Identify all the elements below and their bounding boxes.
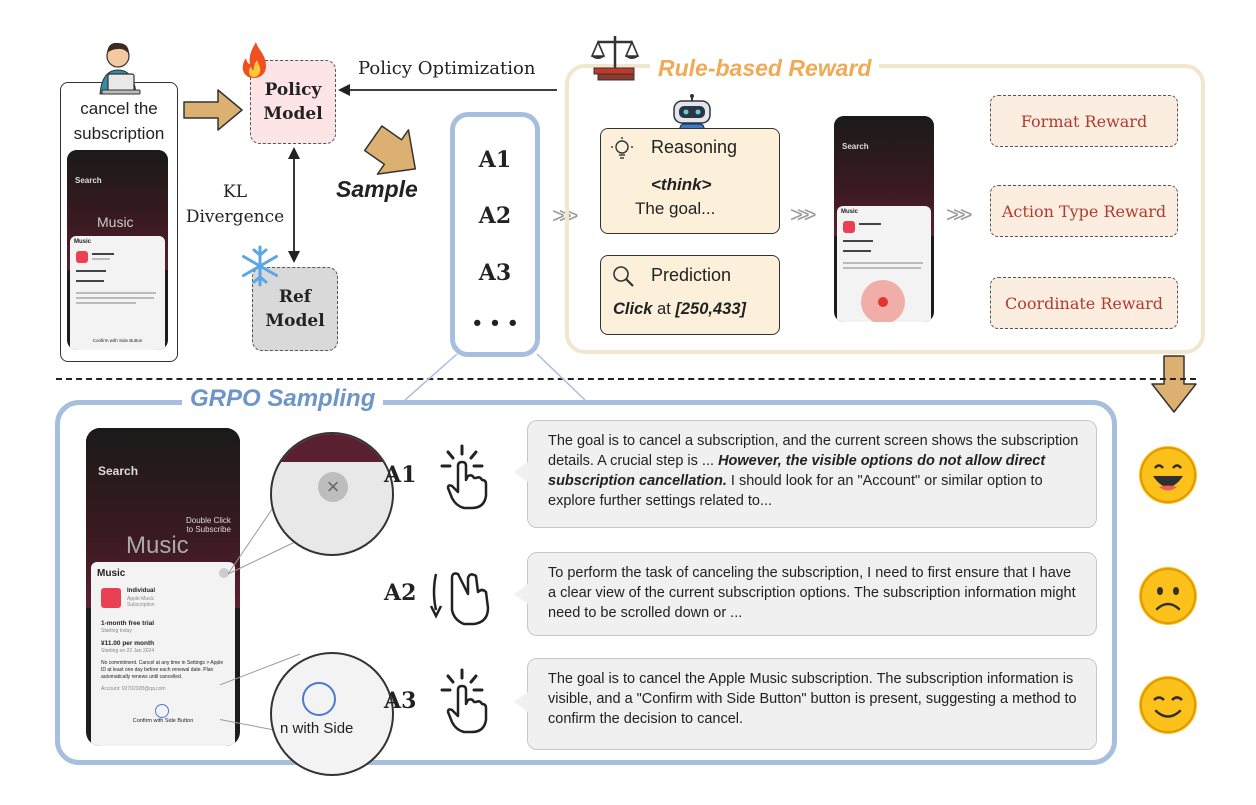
swipe-hand-icon <box>430 572 490 626</box>
phone-screenshot-small: Search Music Music Confirm with Side But… <box>67 150 168 350</box>
policy-model-line2: Model <box>263 104 323 124</box>
ref-model-line1: Ref <box>278 287 312 307</box>
rule-based-reward-frame <box>565 64 1205 354</box>
phone-music-banner: Music <box>97 214 134 230</box>
user-laptop-icon <box>99 42 141 95</box>
policy-optimization-arrow <box>338 84 557 96</box>
policy-model-box: Policy Model <box>250 60 336 144</box>
sample-a1-text-pre: The goal is to cancel a subscription, an… <box>548 433 1079 469</box>
large-phone-plan-sub: Apple Music Subscription <box>127 596 155 608</box>
bubble-tail <box>514 584 528 604</box>
large-phone-price: ¥11.00 per month <box>101 640 155 647</box>
rule-based-reward-title: Rule-based Reward <box>650 55 880 82</box>
kl-line1: KL <box>223 182 247 202</box>
think-text: The goal... <box>635 199 716 218</box>
phone-screenshot-reward: Search Music <box>834 116 934 322</box>
input-arrow-icon <box>183 89 243 131</box>
kl-double-arrow <box>288 147 300 263</box>
magnifier-icon <box>613 266 634 287</box>
prediction-action: Click <box>613 300 653 318</box>
policy-model-line1: Policy <box>264 80 322 100</box>
sample-a1-label: A1 <box>384 462 417 488</box>
prediction-coordinate: [250,433] <box>675 300 747 318</box>
large-phone-trial-sub: Starting today <box>101 628 132 634</box>
phone-search-title: Search <box>75 176 102 185</box>
kl-divergence-label: KL Divergence <box>180 180 290 230</box>
policy-optimization-label: Policy Optimization <box>358 58 536 79</box>
think-tag: <think> <box>651 175 712 194</box>
phone-screenshot-large: Search Double Click to Subscribe Music M… <box>86 428 240 746</box>
sample-a2-label: A2 <box>384 580 417 606</box>
user-instruction: cancel the subscription <box>73 99 165 143</box>
large-phone-close-icon <box>219 568 229 578</box>
phone-confirm-text: Confirm with Side Button <box>92 338 143 343</box>
tap-hand-icon <box>440 444 488 510</box>
close-icon: × <box>318 472 348 502</box>
zoom-circle-confirm: n with Side <box>270 652 394 776</box>
prediction-label: Prediction <box>651 265 732 285</box>
down-arrow-icon <box>1151 355 1197 413</box>
zoom-circle-close: × <box>270 432 394 556</box>
coordinate-reward-box: Coordinate Reward <box>990 277 1178 329</box>
answers-group: A1 A2 A3 • • • <box>450 112 540 357</box>
prediction-value: Click at [250,433] <box>613 300 746 319</box>
sample-a1-bubble: The goal is to cancel a subscription, an… <box>527 420 1097 528</box>
grpo-sampling-frame <box>55 400 1117 765</box>
large-phone-account: Account: 92702328@qq.com <box>101 686 166 692</box>
bubble-tail <box>514 462 528 482</box>
reward-phone-search: Search <box>842 142 869 151</box>
scales-book-icon <box>590 36 640 81</box>
click-point-marker <box>878 297 888 307</box>
lightbulb-icon <box>611 137 633 159</box>
large-phone-plan: Individual <box>127 588 156 594</box>
chevron-right-icon: >>> <box>946 202 972 227</box>
large-phone-notice: No commitment. Cancel at any time in Set… <box>101 660 224 680</box>
large-phone-banner: Double Click to Subscribe <box>186 516 231 534</box>
large-phone-trial: 1-month free trial <box>101 620 155 627</box>
zoom-connector <box>404 353 586 400</box>
answer-ellipsis: • • • <box>471 313 519 334</box>
action-type-reward-box: Action Type Reward <box>990 185 1178 237</box>
fire-icon <box>242 42 266 78</box>
side-button-icon <box>155 704 169 718</box>
zoom-confirm-text: n with Side <box>280 720 354 737</box>
answer-a1: A1 <box>478 147 512 173</box>
sad-face-icon <box>1139 567 1197 625</box>
large-phone-brand: Music <box>97 568 126 579</box>
sample-a1-text-post: I should look for an "Account" or simila… <box>548 473 1043 509</box>
prediction-at: at <box>657 300 671 318</box>
phone-music-brand: Music <box>74 239 92 245</box>
sample-a2-bubble: To perform the task of canceling the sub… <box>527 552 1097 636</box>
section-divider <box>56 378 1196 380</box>
large-phone-price-sub: Starting on 22 Jan 2024 <box>101 648 155 654</box>
answer-a2: A2 <box>478 203 512 229</box>
bubble-tail <box>514 692 528 712</box>
sample-a3-text: The goal is to cancel the Apple Music su… <box>548 671 1077 727</box>
grpo-sampling-title: GRPO Sampling <box>182 385 384 413</box>
sample-label: Sample <box>336 176 418 202</box>
side-button-zoom-icon <box>302 682 336 716</box>
sample-arrow-icon <box>363 125 417 175</box>
sample-a1-text-bold: However, the visible options do not allo… <box>548 453 1046 489</box>
ref-model-line2: Model <box>265 311 325 331</box>
smiling-face-icon <box>1139 676 1197 734</box>
large-phone-search: Search <box>98 464 139 478</box>
answer-a3: A3 <box>478 260 512 286</box>
reward-phone-brand: Music <box>841 209 859 215</box>
sample-a3-bubble: The goal is to cancel the Apple Music su… <box>527 658 1097 750</box>
sample-a3-label: A3 <box>384 688 417 714</box>
tap-hand-icon <box>440 668 488 734</box>
large-phone-confirm: Confirm with Side Button <box>132 718 194 724</box>
kl-line2: Divergence <box>185 207 285 227</box>
laughing-face-icon <box>1139 446 1197 504</box>
snowflake-icon <box>242 245 278 287</box>
format-reward-box: Format Reward <box>990 95 1178 147</box>
large-phone-apple-music: Music <box>126 532 189 559</box>
prediction-box: Prediction Click at [250,433] <box>600 255 780 335</box>
sample-a2-text: To perform the task of canceling the sub… <box>548 565 1076 621</box>
reasoning-label: Reasoning <box>651 137 738 157</box>
reasoning-box: Reasoning <think> The goal... <box>600 128 780 234</box>
chevron-right-icon: >>> <box>790 202 816 227</box>
